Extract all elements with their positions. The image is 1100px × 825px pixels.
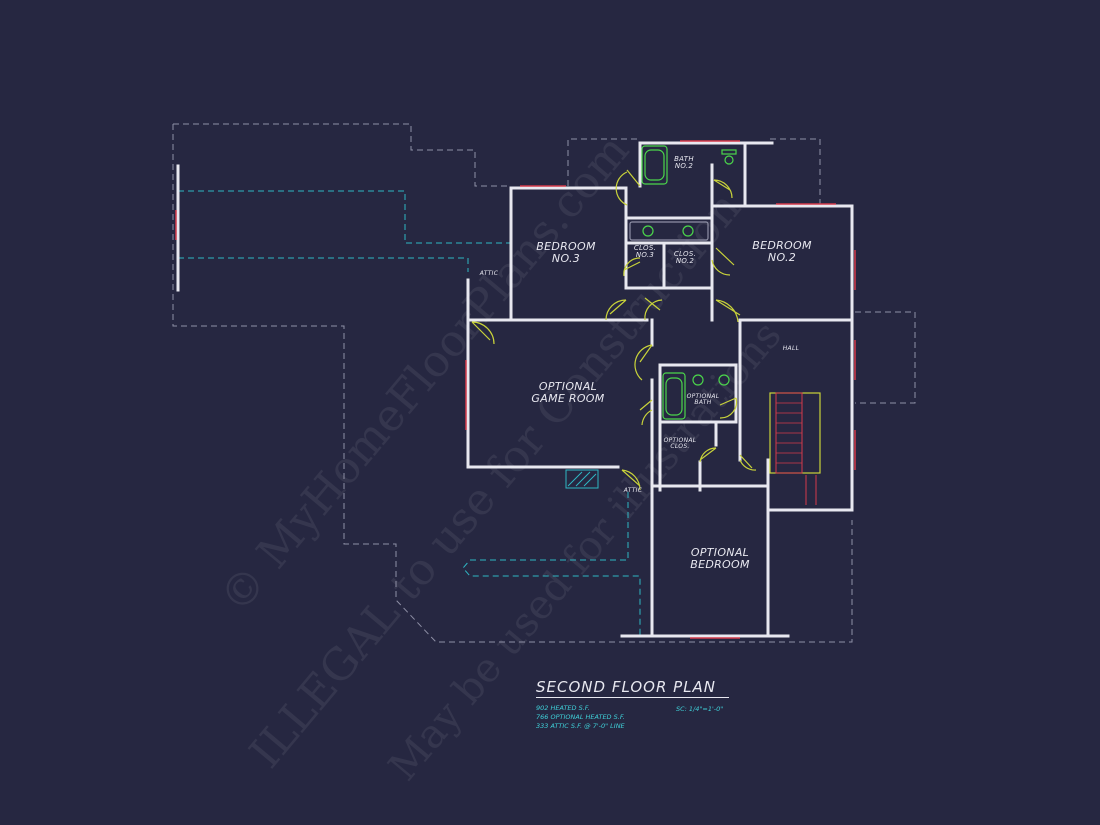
chimney — [565, 469, 599, 489]
optional-bedroom-label: OPTIONAL BEDROOM — [690, 546, 750, 571]
attic-bottom-label: ATTIC — [623, 487, 643, 494]
game-room-label: OPTIONAL GAME ROOM — [531, 380, 605, 405]
optional-bath-label: OPTIONAL BATH — [686, 393, 720, 407]
hall-label: HALL — [782, 345, 800, 352]
bedroom-2-label: BEDROOM NO.2 — [752, 239, 812, 264]
attic-sf: 333 ATTIC S.F. @ 7'-0" LINE — [536, 722, 625, 730]
optional-closet-label: OPTIONAL CLOS. — [663, 437, 697, 451]
bath-2-label: BATH NO.2 — [674, 155, 694, 171]
closet-3-label: CLOS. NO.3 — [633, 244, 657, 260]
closet-2-label: CLOS. NO.2 — [673, 250, 697, 266]
title-underline — [536, 697, 729, 698]
fixtures — [629, 145, 737, 420]
heated-sf: 902 HEATED S.F. — [536, 704, 590, 712]
plan-scale: SC: 1/4"=1'-0" — [676, 705, 724, 713]
bedroom-3-label: BEDROOM NO.3 — [536, 240, 596, 265]
optional-heated-sf: 766 OPTIONAL HEATED S.F. — [536, 713, 625, 721]
stairs — [769, 392, 821, 505]
windows — [175, 140, 856, 639]
plan-title: SECOND FLOOR PLAN — [536, 678, 717, 696]
doors — [471, 169, 757, 491]
attic-left-label: ATTIC — [479, 270, 499, 277]
roof-outline — [172, 123, 916, 643]
